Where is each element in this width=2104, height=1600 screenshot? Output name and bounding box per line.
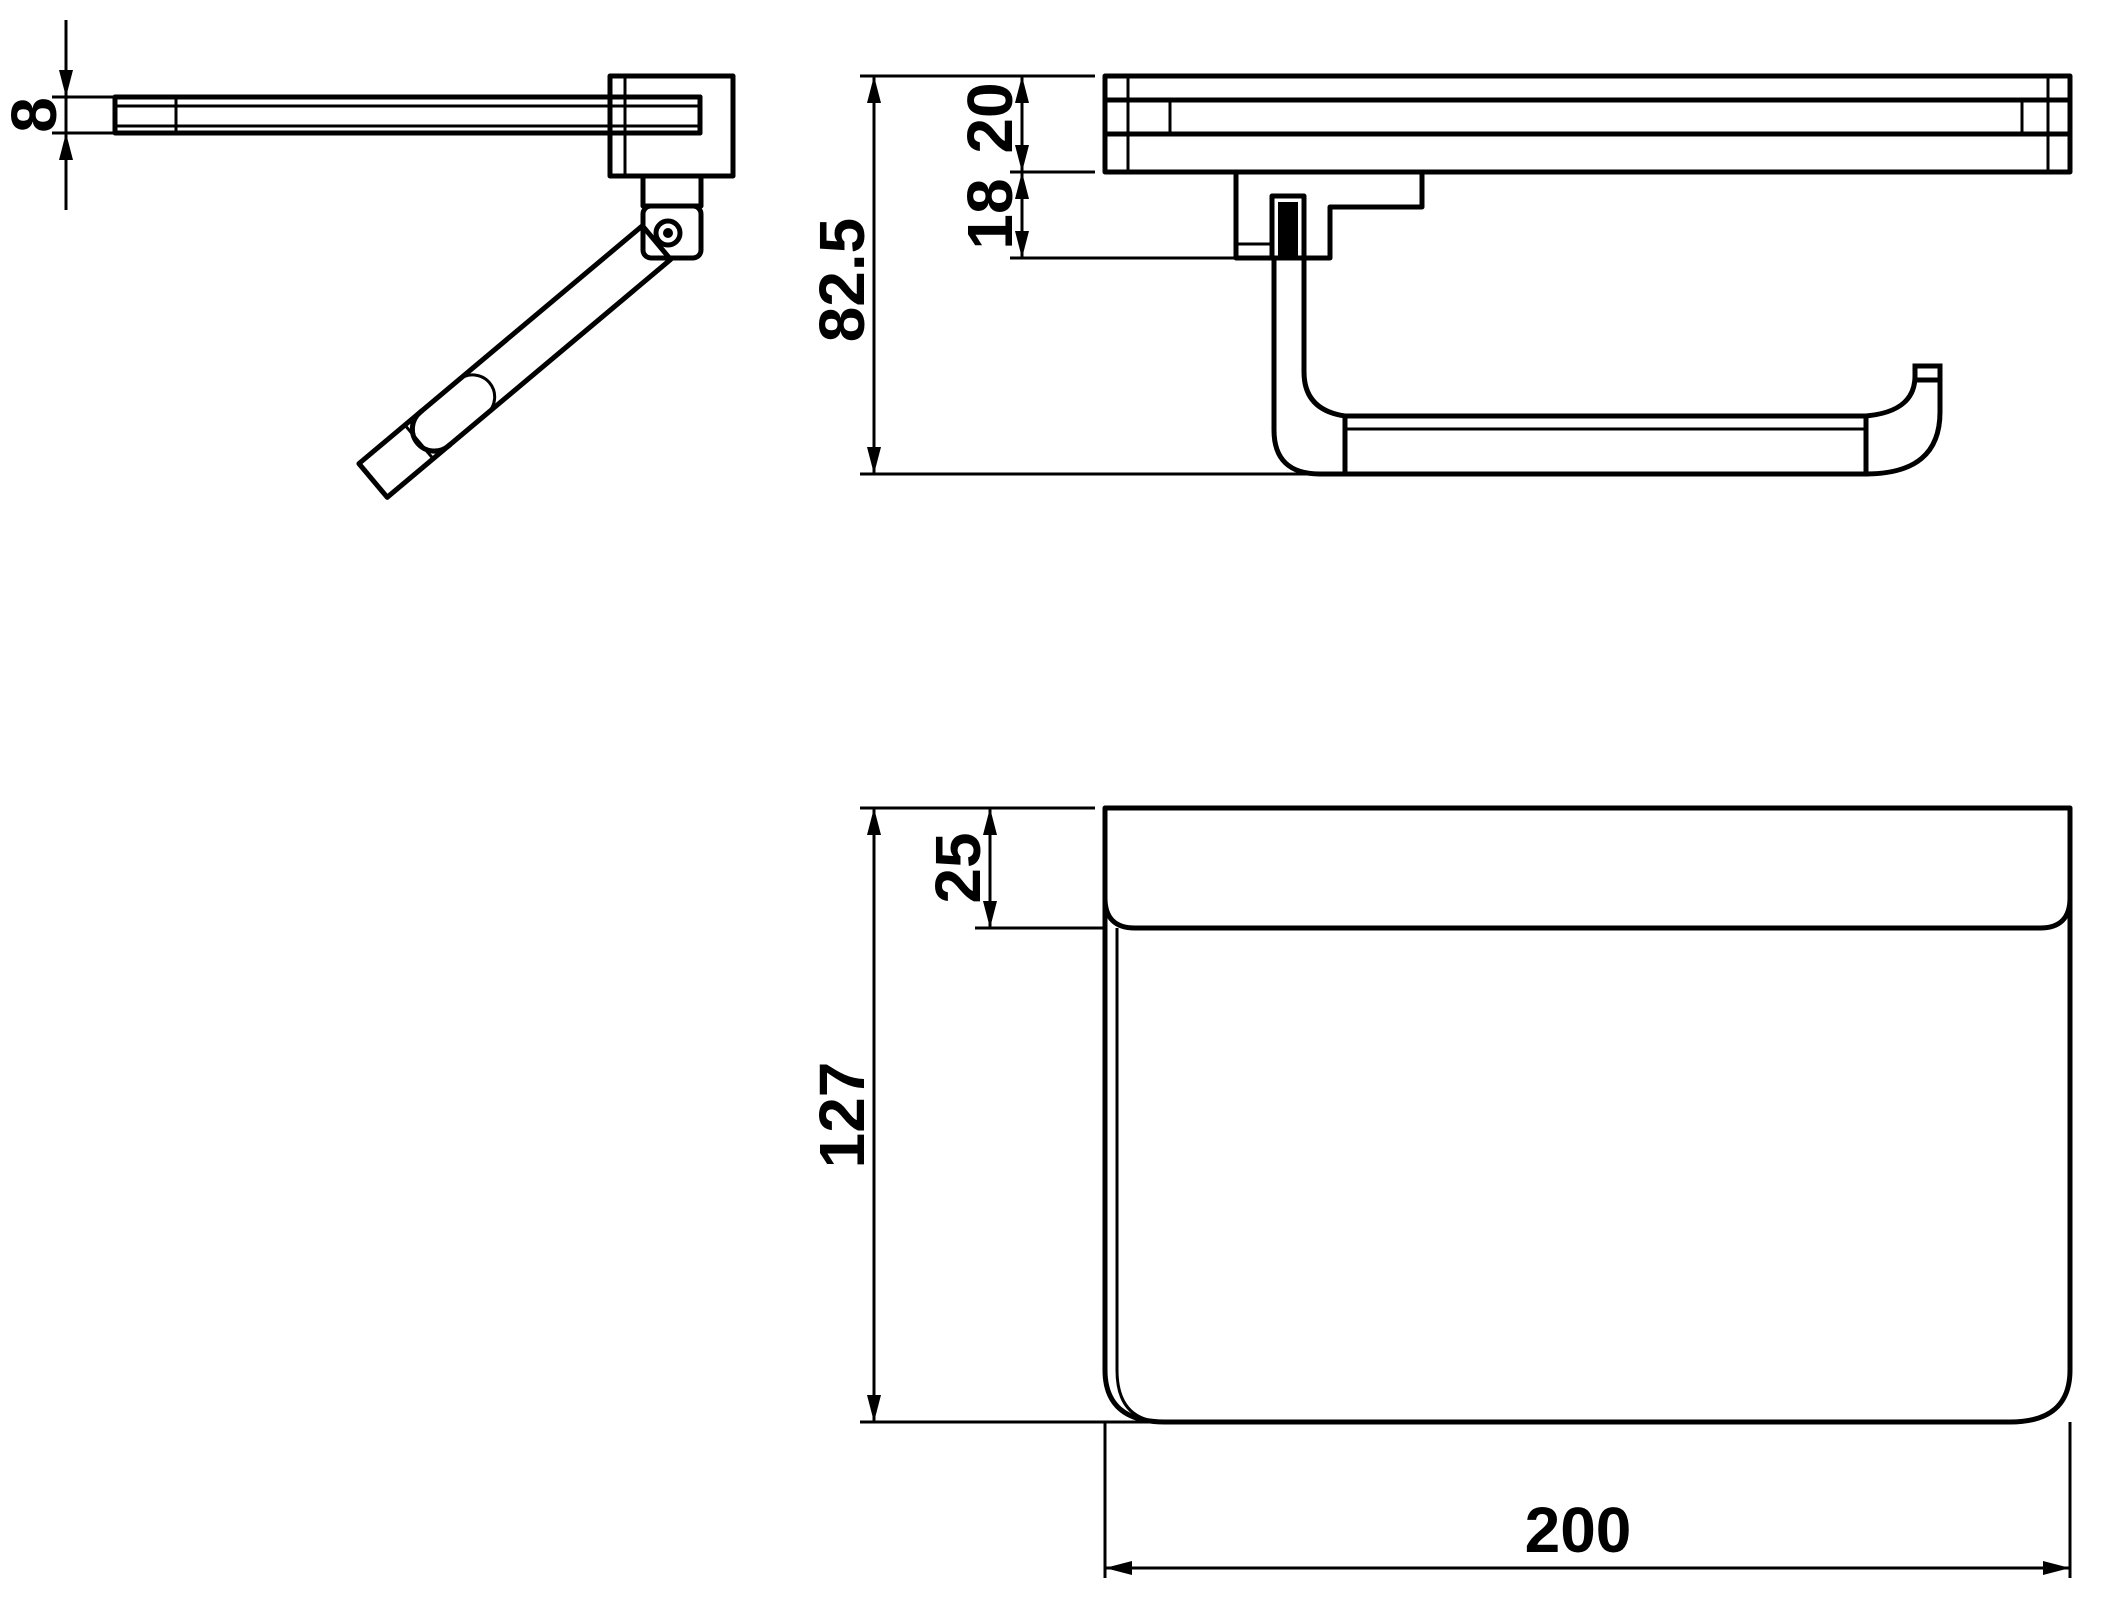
dim-top-width: 200 — [1525, 1494, 1632, 1566]
dim-front-total-height: 82.5 — [806, 218, 878, 343]
top-view: 127 25 200 — [806, 805, 2073, 1578]
dim-side-thickness: 8 — [0, 97, 70, 133]
side-view: 8 — [0, 20, 736, 500]
dim-top-shelf-depth: 25 — [922, 832, 994, 903]
dim-front-shelf-height: 20 — [954, 82, 1026, 153]
dim-top-total-depth: 127 — [806, 1062, 878, 1169]
dim-front-bracket-height: 18 — [954, 178, 1026, 249]
front-view: 82.5 20 18 — [806, 73, 2073, 477]
